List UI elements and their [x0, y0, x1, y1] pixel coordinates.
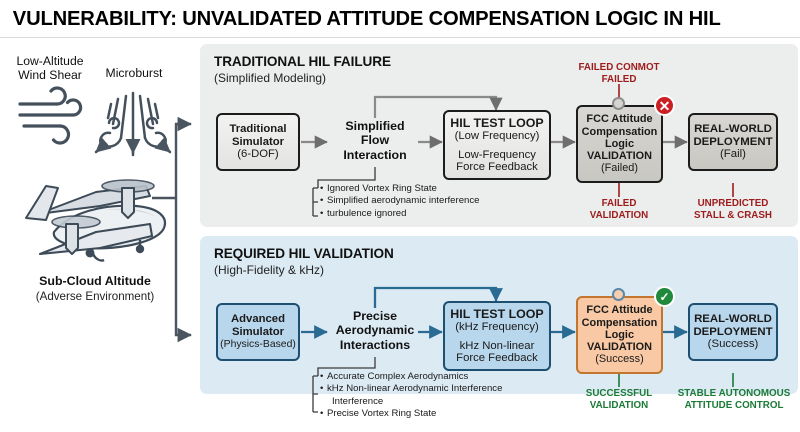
panel-subtitle-required: (High-Fidelity & kHz) [214, 263, 325, 277]
microburst-icon [94, 91, 172, 157]
caption-line1: SUCCESSFUL [585, 388, 653, 399]
advanced-simulator-line2: Simulator [231, 326, 285, 339]
simplified-flow-line1: Simplified [345, 119, 405, 133]
hil-low-line4: Force Feedback [456, 161, 538, 174]
precise-aero-line3: Interactions [339, 337, 411, 352]
fcc-success-line1: FCC Attitude [586, 304, 653, 317]
hil-low-line3: Low-Frequency [458, 148, 536, 161]
node-precise-aerodynamic-interactions: Precise Aerodynamic Interactions [326, 309, 424, 352]
notes-required: Accurate Complex Aerodynamics kHz Non-li… [320, 371, 502, 420]
caption-line1: UNPREDICTED [697, 198, 769, 209]
deploy-success-line3: (Success) [707, 338, 759, 351]
fcc-failed-line2: Compensation [581, 125, 658, 138]
title-divider [0, 37, 800, 38]
caption-line1: FAILED [601, 198, 637, 209]
node-advanced-simulator[interactable]: Advanced Simulator (Physics-Based) [216, 303, 300, 361]
hil-khz-line4: Force Feedback [456, 352, 538, 365]
hil-khz-line2: (kHz Frequency) [455, 320, 539, 333]
traditional-simulator-line1: Traditional [229, 122, 287, 135]
fcc-success-line2: Compensation [581, 316, 658, 329]
caption-line1: FAILED CONMOT [578, 62, 660, 73]
page-title-text: VULNERABILITY: UNVALIDATED ATTITUDE COMP… [12, 7, 721, 30]
deploy-success-line2: DEPLOYMENT [693, 325, 773, 338]
caption-line2: FAILED [601, 73, 637, 85]
caption-line2: VALIDATION [589, 399, 649, 411]
caption-line2: ATTITUDE CONTROL [684, 399, 784, 411]
simplified-flow-line2: Flow [360, 133, 390, 148]
fcc-failed-line3: Logic [604, 137, 635, 150]
evtol-aircraft-icon [25, 179, 167, 262]
caption-failed-conmot: FAILED CONMOT FAILED [569, 62, 669, 86]
caption-line2: STALL & CRASH [693, 209, 772, 221]
note-item-continuation: Interference [332, 395, 384, 407]
note-item: Precise Vortex Ring State [320, 408, 502, 421]
node-fcc-validation-success[interactable]: FCC Attitude Compensation Logic VALIDATI… [576, 296, 663, 374]
fail-badge: ✕ [654, 95, 675, 116]
fcc-failed-line1: FCC Attitude [586, 113, 653, 126]
wind-shear-label-line2: Wind Shear [18, 68, 82, 83]
precise-aero-line1: Precise [352, 309, 398, 323]
fcc-failed-line4: VALIDATION [587, 150, 652, 163]
fcc-success-line5: (Success) [595, 353, 644, 366]
traditional-simulator-line3: (6-DOF) [237, 148, 279, 161]
note-item: Ignored Vortex Ring State [320, 183, 480, 196]
microburst-label-text: Microburst [105, 66, 163, 80]
hil-khz-line1: HIL TEST LOOP [450, 306, 544, 321]
fcc-failed-top-knob [612, 97, 625, 110]
deploy-fail-line3: (Fail) [720, 148, 746, 161]
deploy-fail-line1: REAL-WORLD [694, 122, 772, 135]
note-item: turbulence ignored [320, 208, 480, 221]
wind-shear-label: Low-Altitude Wind Shear [8, 54, 92, 83]
hil-khz-line3: kHz Non-linear [459, 339, 535, 352]
node-real-world-deployment-fail[interactable]: REAL-WORLD DEPLOYMENT (Fail) [688, 113, 778, 171]
node-simplified-flow-interaction: Simplified Flow Interaction [330, 119, 420, 162]
aircraft-label: Sub-Cloud Altitude [39, 274, 151, 288]
caption-successful-validation: SUCCESSFUL VALIDATION [569, 388, 669, 412]
node-real-world-deployment-success[interactable]: REAL-WORLD DEPLOYMENT (Success) [688, 303, 778, 361]
traditional-simulator-line2: Simulator [231, 135, 285, 148]
deploy-fail-line2: DEPLOYMENT [693, 135, 773, 148]
note-item: kHz Non-linear Aerodynamic Interference [320, 383, 502, 396]
caption-stable-autonomous-attitude-control: STABLE AUTONOMOUS ATTITUDE CONTROL [673, 388, 795, 412]
notes-traditional: Ignored Vortex Ring State Simplified aer… [320, 183, 480, 220]
panel-title-required: REQUIRED HIL VALIDATION [214, 246, 394, 261]
simplified-flow-line3: Interaction [343, 147, 407, 162]
caption-line1: STABLE AUTONOMOUS [677, 388, 791, 399]
success-badge: ✓ [654, 286, 675, 307]
caption-line2: VALIDATION [589, 209, 649, 221]
advanced-simulator-line1: Advanced [231, 313, 285, 326]
hil-low-line2: (Low Frequency) [454, 129, 540, 142]
node-fcc-validation-failed[interactable]: FCC Attitude Compensation Logic VALIDATI… [576, 105, 663, 183]
fcc-failed-line5: (Failed) [601, 162, 638, 175]
note-item: Accurate Complex Aerodynamics [320, 371, 502, 384]
node-hil-test-loop-khz[interactable]: HIL TEST LOOP (kHz Frequency) kHz Non-li… [443, 301, 551, 371]
note-item: Simplified aerodynamic interference [320, 195, 480, 208]
fcc-success-top-knob [612, 288, 625, 301]
page-title: VULNERABILITY: UNVALIDATED ATTITUDE COMP… [0, 0, 800, 38]
hil-low-line1: HIL TEST LOOP [450, 115, 544, 130]
wind-icon [18, 86, 83, 145]
node-traditional-simulator[interactable]: Traditional Simulator (6-DOF) [216, 113, 300, 171]
fcc-success-line4: VALIDATION [587, 341, 652, 354]
wind-shear-label-line1: Low-Altitude [16, 54, 84, 68]
aircraft-branch-connector [152, 116, 192, 343]
panel-subtitle-traditional: (Simplified Modeling) [214, 71, 327, 85]
caption-failed-validation: FAILED VALIDATION [569, 198, 669, 222]
deploy-success-line1: REAL-WORLD [694, 312, 772, 325]
precise-aero-line2: Aerodynamic [335, 323, 415, 338]
aircraft-sublabel: (Adverse Environment) [35, 290, 155, 303]
panel-title-traditional: TRADITIONAL HIL FAILURE [214, 54, 391, 69]
caption-unpredicted-stall-crash: UNPREDICTED STALL & CRASH [678, 198, 788, 222]
microburst-label: Microburst [92, 66, 176, 80]
node-hil-test-loop-low-freq[interactable]: HIL TEST LOOP (Low Frequency) Low-Freque… [443, 110, 551, 180]
advanced-simulator-line3: (Physics-Based) [220, 338, 296, 350]
fcc-success-line3: Logic [604, 328, 635, 341]
